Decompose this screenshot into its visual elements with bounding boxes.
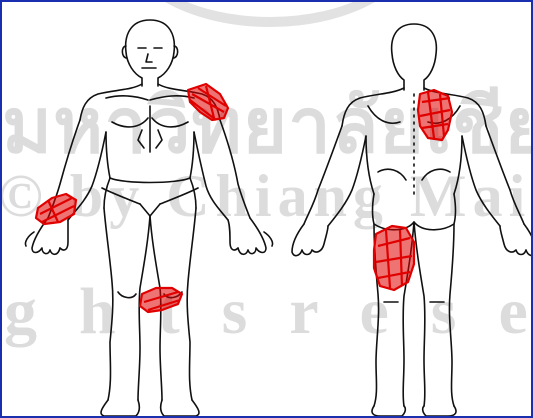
pain-mark-front-wrist [36,194,76,224]
pain-mark-back-upper [418,90,452,140]
back-body-figure [292,24,533,416]
pain-mark-front-knee [140,288,182,312]
pain-mark-front-shoulder [188,84,228,120]
pain-mark-back-thigh [374,226,414,290]
